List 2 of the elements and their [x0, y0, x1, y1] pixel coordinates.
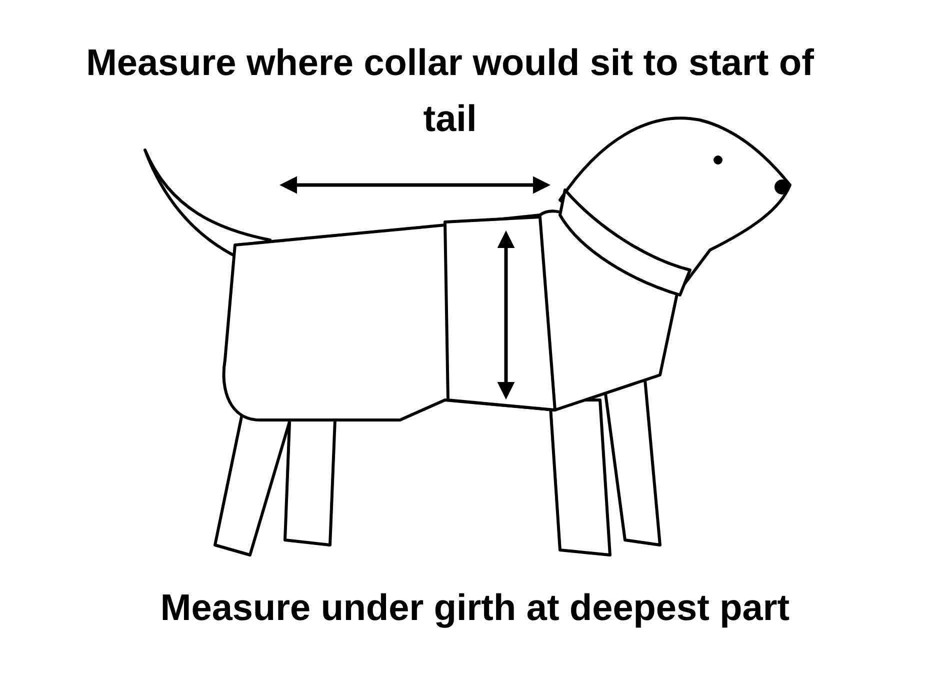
instruction-text: Measure under girth at deepest part: [159, 586, 791, 630]
instruction-text: Measure where collar would sit to start of tail: [85, 41, 815, 140]
